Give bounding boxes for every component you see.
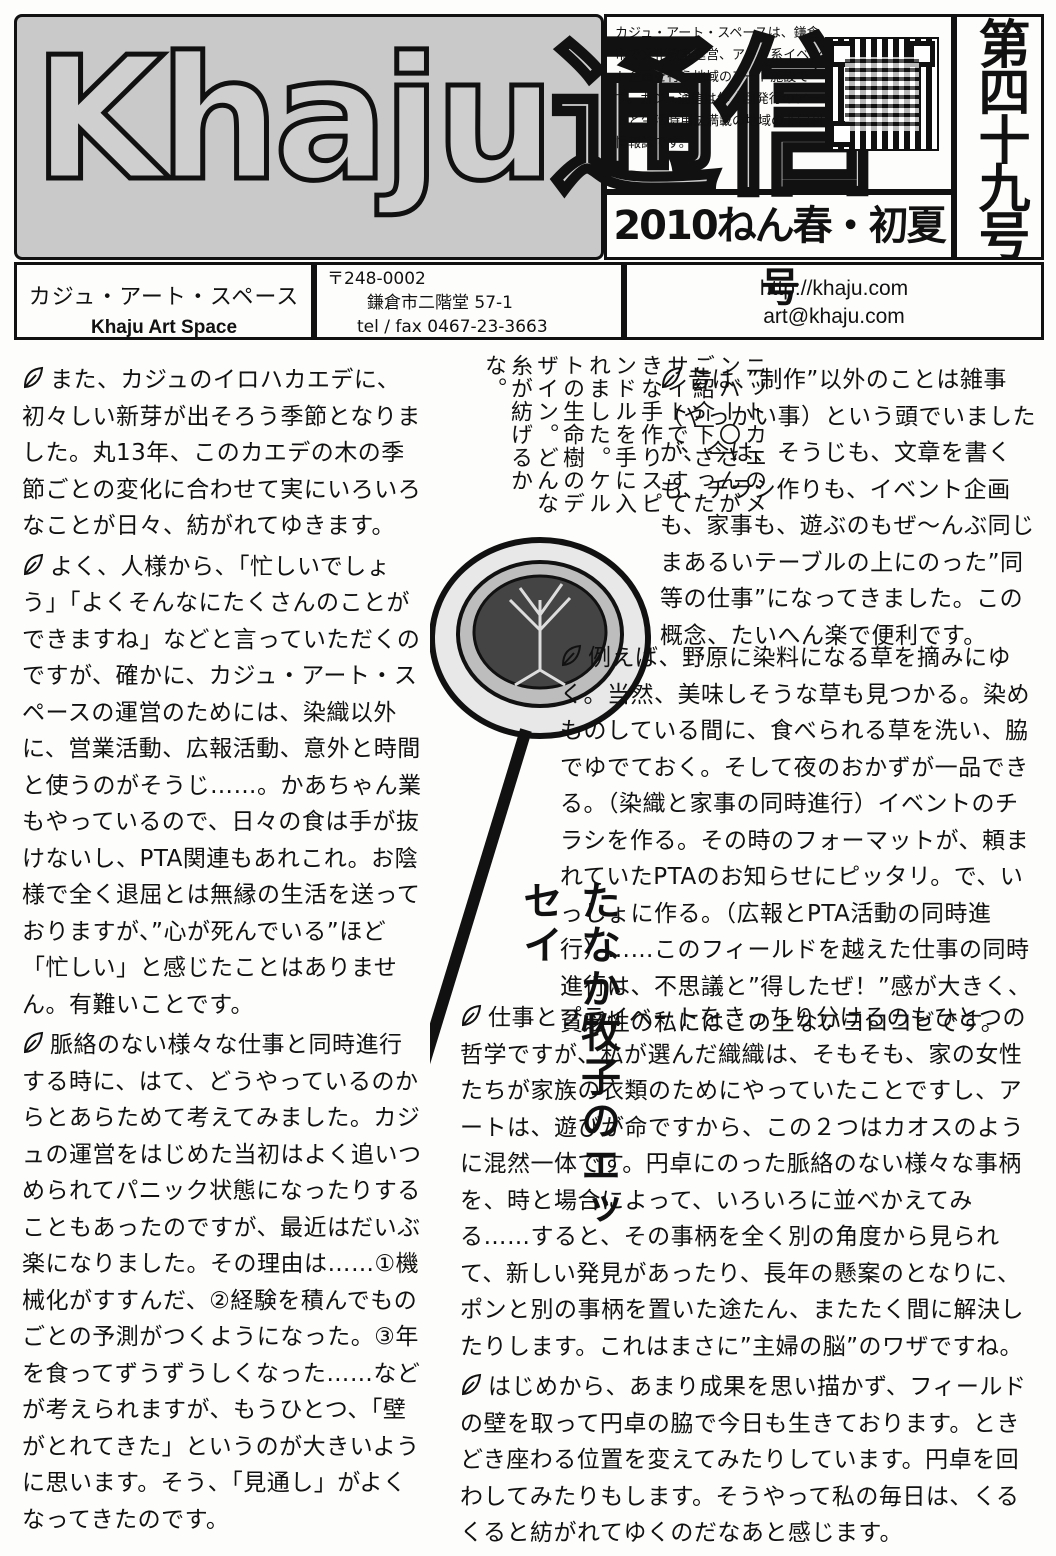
masthead: Khaju通信 (14, 14, 886, 260)
right-paragraph: はじめから、あまり成果を思い描かず、フィールドの壁を取って円卓の脇で今日も生きて… (460, 1372, 1027, 1546)
postal-code: 〒248-0002 (327, 269, 426, 289)
right-column-bottom: 仕事とプライベートをきっちり分けるのもひとつの哲学ですが、私が選んだ織織は、そも… (460, 1000, 1040, 1556)
leaf-icon (22, 365, 44, 389)
email-link[interactable]: art@khaju.com (763, 305, 905, 328)
street-address: 鎌倉市二階堂 57-1 (367, 293, 513, 313)
left-paragraph: また、カジュのイロハカエデに、初々しい新芽が出そろう季節となりました。丸13年、… (22, 365, 422, 539)
left-paragraph: 脈絡のない様々な仕事と同時進行する時に、はて、どうやっているのからとあらためて考… (22, 1030, 422, 1533)
issue-season: 2010ねん春・初夏号 (604, 192, 954, 311)
space-name-jp: カジュ・アート・スペース (28, 285, 300, 310)
space-name-en: Khaju Art Space (90, 317, 238, 338)
info-box: カジュ・アート・スペースは、鎌倉市で文化教室運営、アート系イベント企画を行う地域… (604, 14, 954, 192)
leaf-icon (460, 1003, 482, 1027)
leaf-icon (660, 365, 682, 389)
leaf-icon (22, 1030, 44, 1054)
website-link[interactable]: http://khaju.com (759, 277, 909, 300)
right-column-middle: 例えば、野原に染料になる草を摘みにゆく。当然、美味しそうな草も見つかる。染めもの… (560, 640, 1040, 1046)
right-column-top: 昔は、”制作”以外のことは雑事（やっかい事）という頭でいましたが、今は、そうじも… (660, 362, 1040, 658)
qr-code (825, 37, 939, 151)
left-column: また、カジュのイロハカエデに、初々しい新芽が出そろう季節となりました。丸13年、… (22, 362, 422, 1542)
info-text: カジュ・アート・スペースは、鎌倉市で文化教室運営、アート系イベント企画を行う地域… (615, 26, 824, 151)
masthead-title: Khaju通信 (31, 21, 887, 219)
left-paragraph: よく、人様から、「忙しいでしょう」「よくそんなにたくさんのことができますね」など… (22, 552, 422, 1018)
leaf-icon (22, 552, 44, 576)
space-name-box: カジュ・アート・スペース Khaju Art Space (14, 262, 314, 340)
leaf-icon (560, 643, 582, 667)
right-paragraph: 仕事とプライベートをきっちり分けるのもひとつの哲学ですが、私が選んだ織織は、そも… (460, 1003, 1026, 1360)
right-paragraph: 例えば、野原に染料になる草を摘みにゆく。当然、美味しそうな草も見つかる。染めもの… (560, 643, 1032, 1036)
center-note: ニットカエのメンバー〇さんがご紹介下さったサイトで、すてきな手作りスピンドルを手… (481, 354, 766, 515)
tel-fax: tel / fax 0467-23-3663 (357, 317, 548, 337)
right-paragraph: 昔は、”制作”以外のことは雑事（やっかい事）という頭でいましたが、今は、そうじも… (660, 365, 1036, 649)
spindle-illustration (430, 537, 651, 1065)
essay-byline: たなか牧子のエッセイ (516, 880, 620, 1232)
leaf-icon (460, 1372, 482, 1396)
web-contact-box: http://khaju.com art@khaju.com (624, 262, 1044, 340)
issue-number: 第四十九号 (954, 14, 1044, 260)
postal-address-box: 〒248-0002 鎌倉市二階堂 57-1 tel / fax 0467-23-… (314, 262, 624, 340)
